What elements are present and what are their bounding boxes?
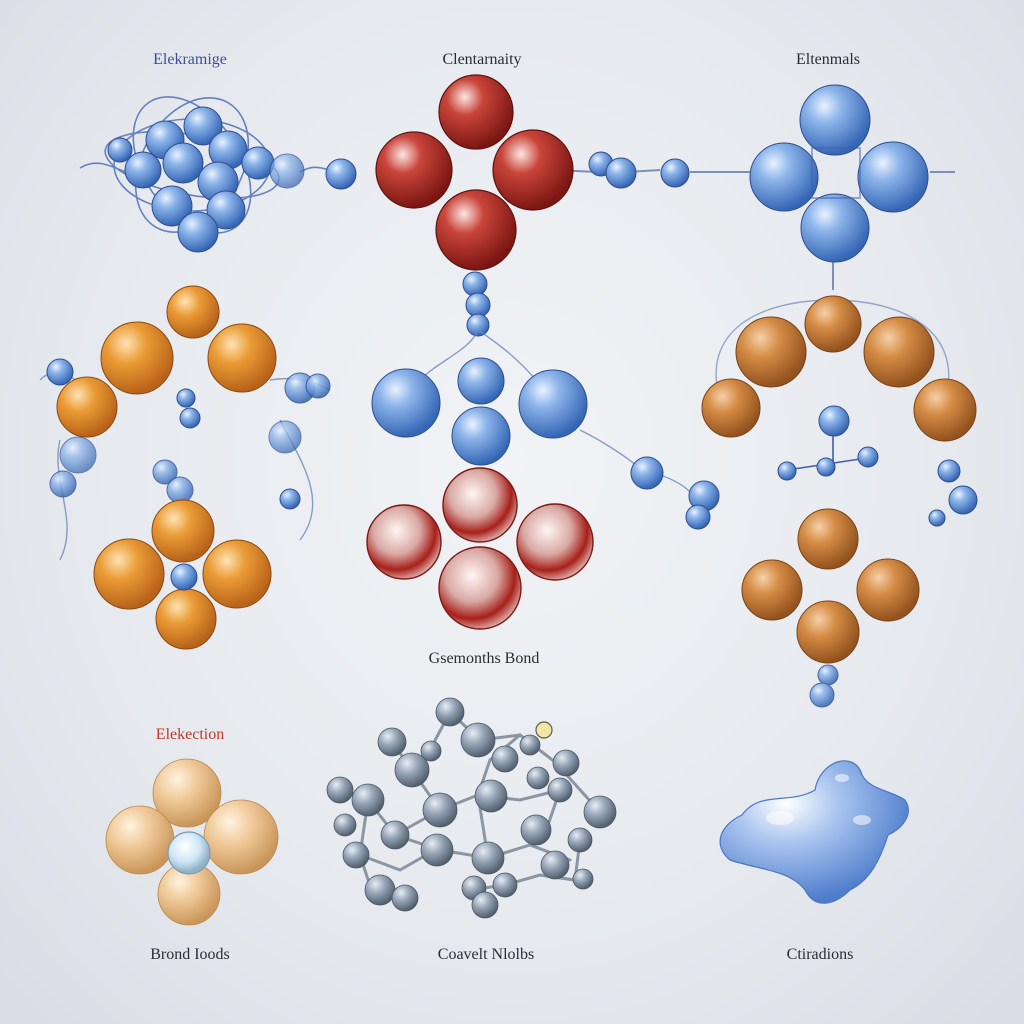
gray-covalent-network <box>326 697 617 919</box>
label-middle-center: Gsemonths Bond <box>428 650 540 667</box>
bronze-ring-lower <box>741 508 920 708</box>
orange-ring-upper <box>39 285 331 561</box>
label-bottom-left: Brond Ioods <box>150 946 230 963</box>
diamond-icon <box>167 831 211 875</box>
label-bottom-right: Ctiradions <box>786 946 854 963</box>
orange-ring-lower <box>93 499 272 650</box>
label-top-left: Elekramige <box>153 51 227 68</box>
red-atom-cluster <box>375 74 690 337</box>
label-bottom-left-top: Elekection <box>155 726 225 743</box>
glass-red-molecule <box>366 467 594 630</box>
label-top-center: Clentarnaity <box>442 51 522 68</box>
blue-central-molecule <box>371 329 720 530</box>
blue-liquid-blob <box>719 760 909 904</box>
bronze-ring-upper <box>701 295 978 527</box>
blue-atom-cluster <box>79 96 357 253</box>
electron-dot-icon <box>535 721 553 739</box>
label-top-right: Eltenmals <box>796 51 860 68</box>
blue-molecule <box>690 84 955 290</box>
peach-atom-group <box>105 758 279 926</box>
label-bottom-center: Coavelt Nlolbs <box>437 946 535 963</box>
